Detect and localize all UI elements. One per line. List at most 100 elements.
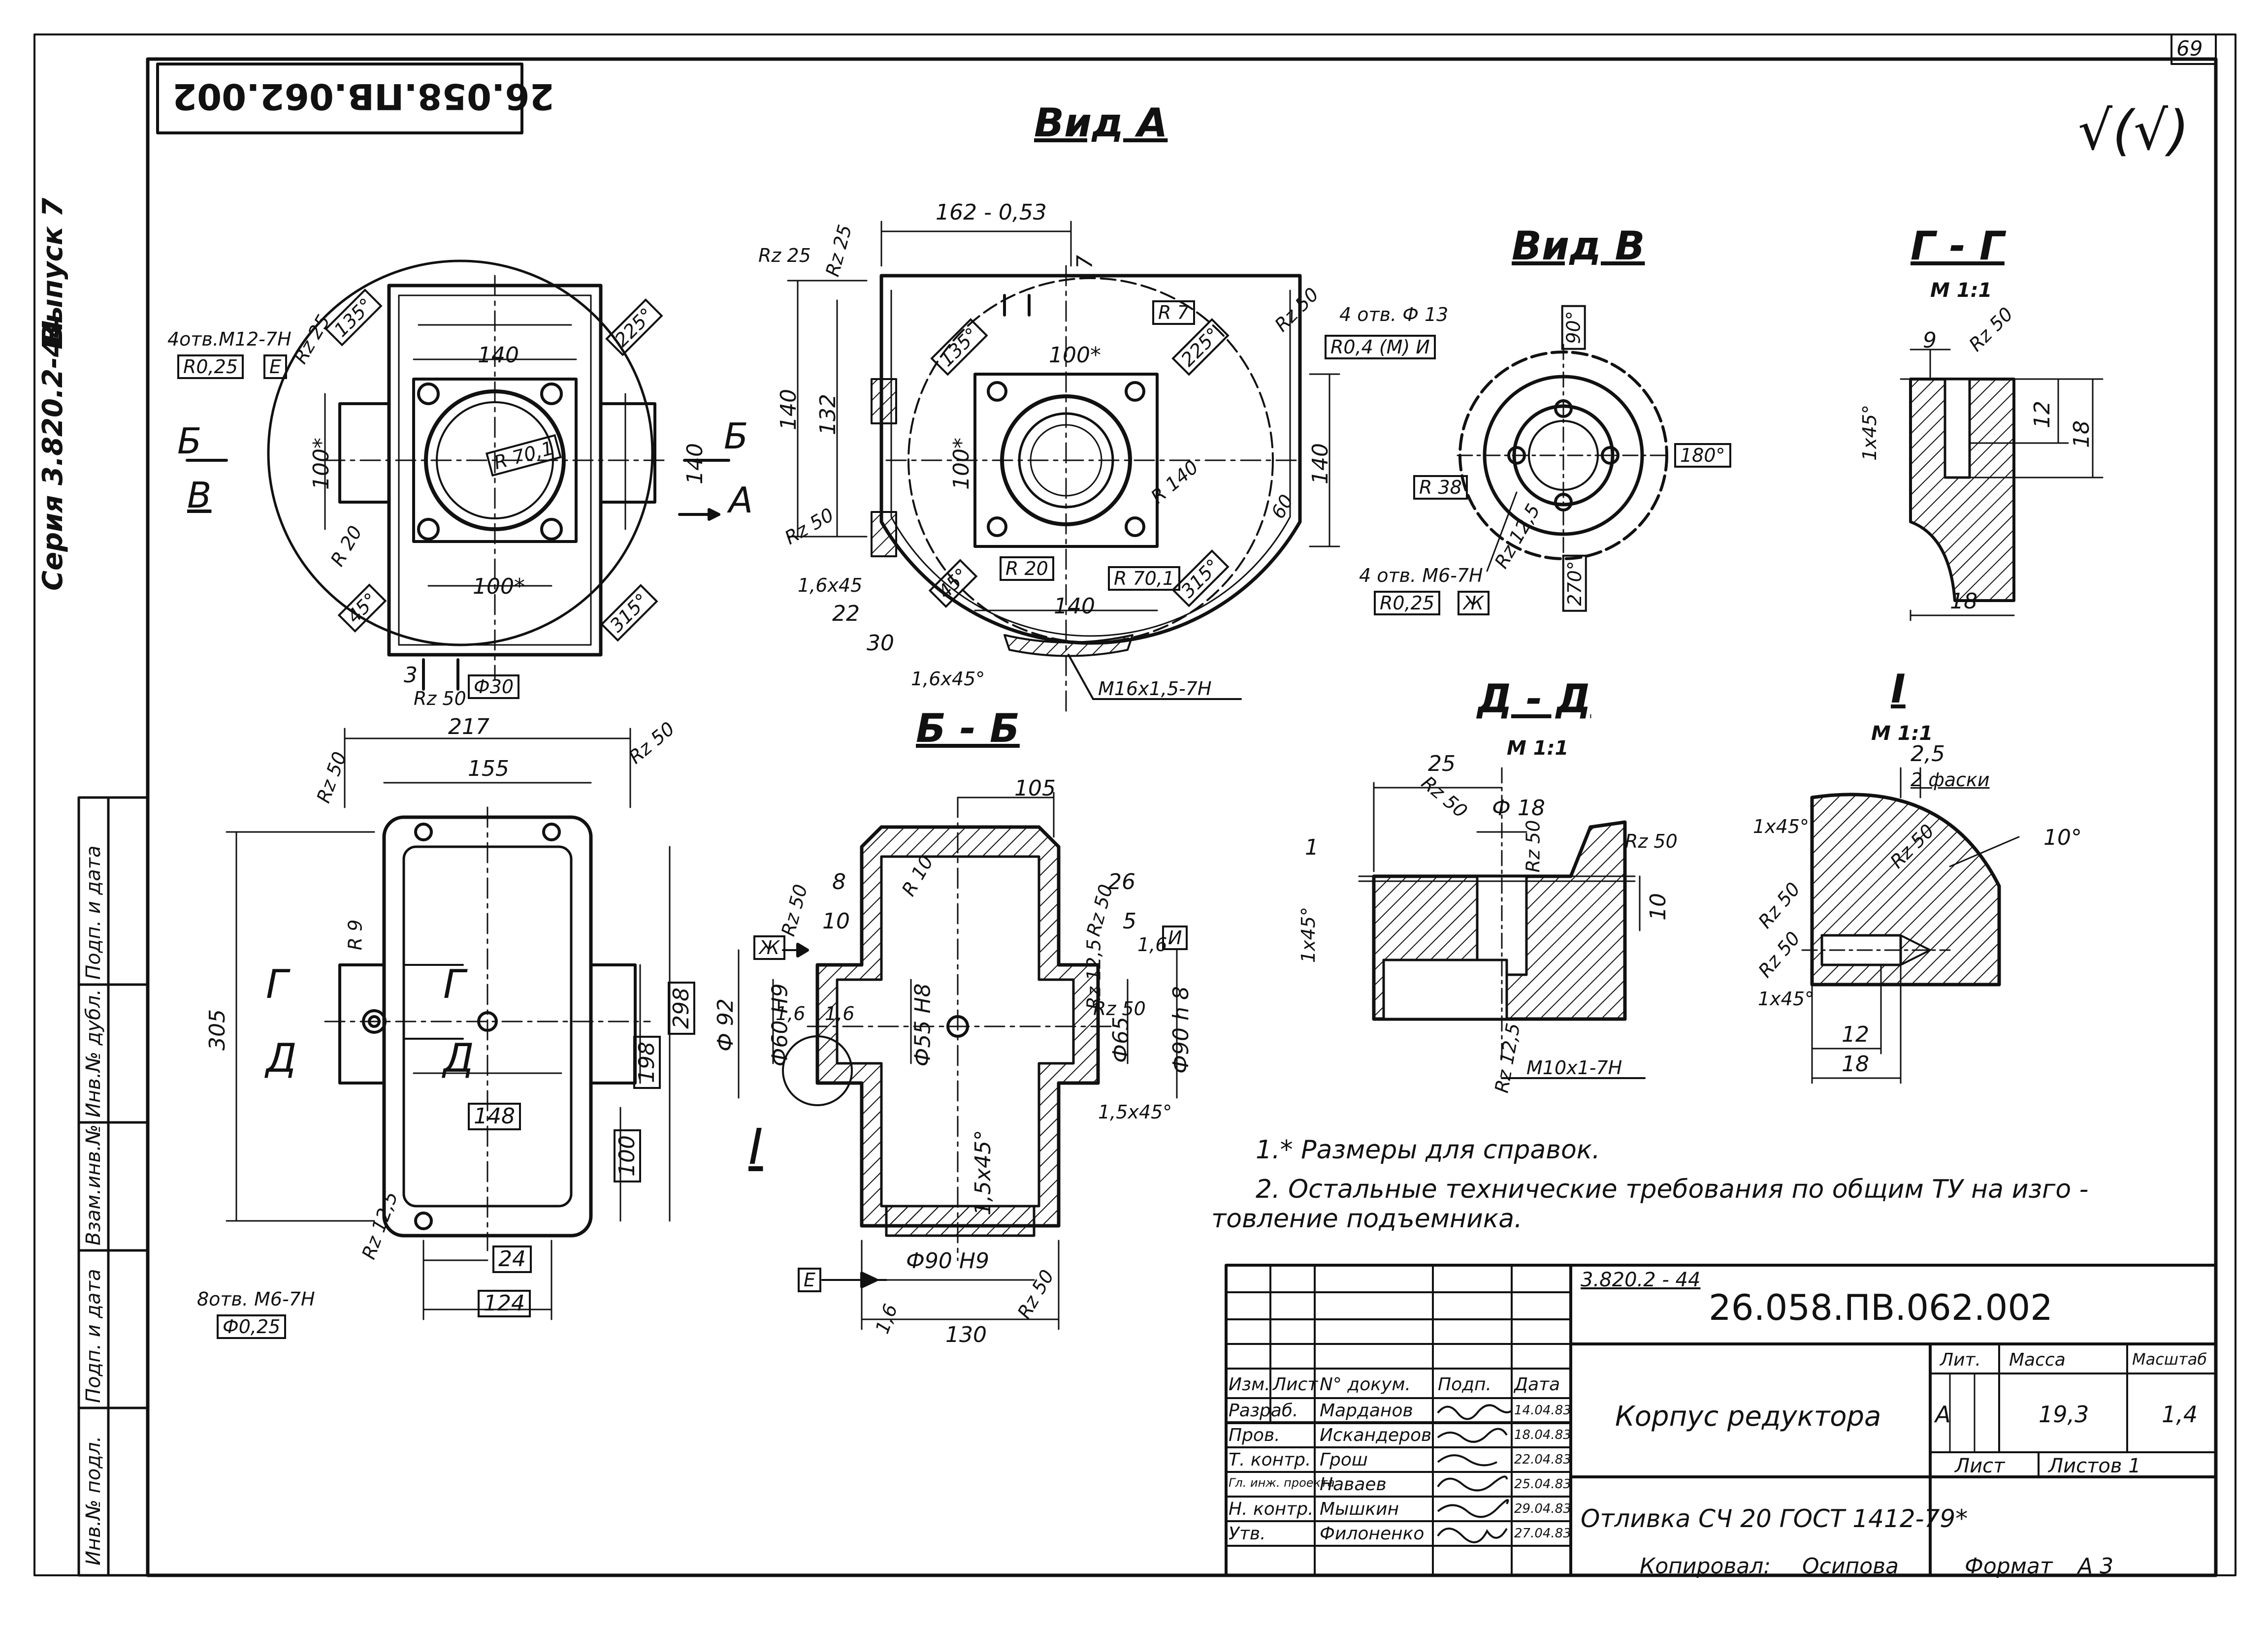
v2-dim-30: 30	[867, 631, 894, 656]
tb-row-person: Филоненко	[1320, 1524, 1425, 1544]
tb-row-role: Т. контр.	[1229, 1450, 1311, 1470]
tb-header-list: Лист	[1273, 1374, 1318, 1395]
v6-detail-i-callout: I	[748, 1118, 763, 1176]
tb-lit-value: А	[1935, 1401, 1951, 1428]
v2-position-tolerance: R0,4 (М) И	[1325, 335, 1436, 359]
v1-view-v-marker: В	[187, 475, 212, 516]
v1-holes-note: 4отв.М12-7Н	[167, 328, 292, 350]
v2-chamfer-1-6-b: 1,6x45°	[911, 668, 985, 690]
v2-rz25-a: Rz 25	[758, 245, 811, 266]
v7-thread: M10x1-7Н	[1526, 1057, 1622, 1079]
tb-row-role: Пров.	[1229, 1425, 1280, 1445]
v6-dim-5: 5	[1123, 909, 1136, 934]
v2-dim-162: 162 - 0,53	[936, 200, 1047, 225]
v6-dim-10: 10	[822, 909, 850, 934]
v8-dim-2-5: 2,5	[1911, 741, 1945, 766]
tb-row-role: Гл. инж. проекта	[1229, 1476, 1335, 1490]
v6-roughness-1-6-c: 1,6	[1137, 934, 1167, 956]
tb-part-name: Корпус редуктора	[1615, 1401, 1881, 1433]
view-a-title: Вид А	[1034, 100, 1168, 146]
section-gg-title: Г - Г	[1911, 223, 2005, 269]
v3-r38: R 38	[1413, 475, 1468, 500]
tb-copied-by: Осипова	[1802, 1554, 1899, 1579]
v5-section-g-right: Г	[443, 961, 465, 1007]
tb-mass-label: Масса	[2009, 1350, 2066, 1370]
note-2-line-1: 2. Остальные технические требования по о…	[1256, 1175, 2089, 1204]
view6-linework	[738, 792, 1178, 1330]
v5-dim-24: 24	[492, 1245, 532, 1273]
tb-row-role: Утв.	[1229, 1524, 1266, 1544]
tb-header-sign: Подп.	[1438, 1374, 1491, 1395]
view3-linework	[1457, 344, 1670, 572]
title-block-lines	[1225, 1264, 2217, 1577]
v6-roughness-1-6-a: 1,6	[776, 1003, 806, 1024]
v6-dim-130: 130	[945, 1322, 987, 1347]
tb-sheets-label: Листов 1	[2048, 1455, 2141, 1477]
note-1: 1.* Размеры для справок.	[1256, 1135, 1600, 1165]
v8-chamfer-top: 1x45°	[1753, 816, 1810, 837]
v6-datum-zh: Ж	[753, 935, 785, 960]
section-dd-title: Д - Д	[1477, 676, 1591, 722]
v4-dim-9: 9	[1923, 328, 1937, 353]
tb-row-person: Наваев	[1320, 1474, 1387, 1495]
v8-dim-18: 18	[1842, 1052, 1869, 1077]
v7-dim-25: 25	[1428, 751, 1456, 776]
tb-copied-label: Копировал:	[1640, 1554, 1771, 1579]
tb-row-date: 25.04.83	[1514, 1477, 1571, 1492]
v3-angle-180: 180°	[1674, 443, 1731, 468]
v6-chamfer-1-5-h: 1,5x45°	[1098, 1101, 1172, 1123]
view4-linework	[1900, 349, 2104, 621]
view5-linework	[226, 728, 671, 1320]
tb-header-date: Дата	[1514, 1374, 1560, 1395]
v2-r20: R 20	[1000, 556, 1054, 581]
view-v-title: Вид В	[1512, 223, 1645, 269]
v8-dim-12: 12	[1842, 1022, 1869, 1047]
v3-holes-note: 4 отв. М6-7Н	[1359, 565, 1483, 586]
section-dd-scale: М 1:1	[1507, 737, 1569, 760]
note-2-line-2: товление подъемника.	[1211, 1204, 1523, 1234]
v6-dim-8: 8	[832, 869, 846, 894]
detail-i-scale: М 1:1	[1871, 722, 1933, 745]
tb-pre-code: 3.820.2 - 44	[1581, 1269, 1701, 1291]
v5-dim-124: 124	[478, 1290, 531, 1317]
tb-format-label: Формат	[1965, 1554, 2053, 1579]
v5-dim-217: 217	[448, 714, 489, 739]
v2-r7: R 7	[1152, 300, 1195, 325]
view2-linework	[787, 221, 1340, 715]
v2-thread: M16x1,5-7Н	[1098, 678, 1212, 700]
view7-linework	[1358, 767, 1646, 1079]
v3-position-tolerance: R0,25	[1374, 591, 1441, 615]
v2-dim-100-h: 100*	[1049, 343, 1101, 368]
v5-section-d-left: Д	[266, 1035, 297, 1081]
v6-dia-90-h9: Ф90 Н9	[906, 1248, 989, 1274]
v6-dim-105: 105	[1014, 776, 1056, 801]
tb-row-person: Искандеров	[1320, 1425, 1432, 1445]
tb-row-date: 27.04.83	[1514, 1526, 1571, 1541]
tb-row-person: Грош	[1320, 1450, 1368, 1470]
tb-format-value: А 3	[2078, 1554, 2114, 1579]
page-number-box	[2171, 33, 2217, 65]
tb-scale-label: Масштаб	[2132, 1350, 2207, 1369]
v5-dim-148: 148	[468, 1103, 521, 1130]
section-bb-title: Б - Б	[916, 705, 1020, 751]
view8-linework	[1801, 767, 2020, 1084]
tb-material: Отливка СЧ 20 ГОСТ 1412-79*	[1581, 1504, 1968, 1533]
tb-row-date: 14.04.83	[1514, 1403, 1571, 1418]
v5-section-g-left: Г	[266, 961, 288, 1007]
v1-rz50: Rz 50	[414, 688, 466, 709]
tb-row-date: 29.04.83	[1514, 1501, 1571, 1516]
detail-i-title: I	[1891, 666, 1906, 712]
v6-datum-i: И	[1162, 926, 1188, 950]
v7-rz50-c: Rz 50	[1625, 830, 1678, 852]
tb-scale-value: 1,4	[2162, 1401, 2198, 1428]
v1-datum-e: Е	[263, 354, 288, 379]
section-gg-scale: М 1:1	[1930, 279, 1992, 302]
v5-dim-155: 155	[468, 756, 509, 781]
tb-header-doc: N° докум.	[1320, 1374, 1411, 1395]
v2-chamfer-1-6: 1,6x45	[798, 575, 863, 596]
tb-lit-label: Лит.	[1940, 1350, 1981, 1370]
tb-row-role: Н. контр.	[1229, 1499, 1314, 1519]
